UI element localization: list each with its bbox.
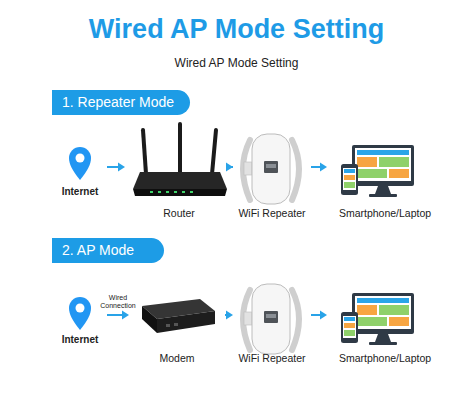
arrow-head: [118, 163, 125, 172]
flow-arrow: [311, 166, 321, 168]
device-node: Internet: [56, 290, 104, 346]
arrow-head: [122, 311, 129, 320]
device-node: Smartphone/Laptop: [330, 135, 440, 220]
device-caption: Smartphone/Laptop: [339, 352, 431, 365]
section-header: 2. AP Mode: [52, 238, 164, 263]
device-caption: Router: [163, 207, 195, 220]
flow-arrow: [311, 314, 321, 316]
edge-label: Wired Connection: [100, 294, 136, 310]
device-node: WiFi Repeater: [236, 272, 308, 365]
device-node: Smartphone/Laptop: [330, 285, 440, 365]
device-node: Internet: [56, 140, 104, 198]
device-caption: Modem: [159, 352, 194, 365]
section-title: 1. Repeater Mode: [52, 90, 190, 115]
device-caption: Internet: [62, 333, 99, 346]
device-caption: WiFi Repeater: [238, 352, 305, 365]
device-caption: WiFi Repeater: [238, 207, 305, 220]
device-caption: Smartphone/Laptop: [339, 207, 431, 220]
device-node: Modem: [132, 290, 222, 365]
arrow-head: [226, 163, 233, 172]
section-header: 1. Repeater Mode: [52, 90, 190, 115]
arrow-head: [320, 311, 327, 320]
arrow-head: [226, 311, 233, 320]
device-caption: Internet: [62, 185, 99, 198]
flow-arrow: [107, 314, 123, 316]
arrow-head: [320, 163, 327, 172]
subtitle: Wired AP Mode Setting: [0, 56, 473, 70]
device-node: Router: [128, 122, 230, 220]
section-title: 2. AP Mode: [52, 238, 164, 263]
page-title: Wired AP Mode Setting: [0, 14, 473, 45]
flow-arrow: [107, 166, 119, 168]
device-node: WiFi Repeater: [236, 125, 308, 220]
